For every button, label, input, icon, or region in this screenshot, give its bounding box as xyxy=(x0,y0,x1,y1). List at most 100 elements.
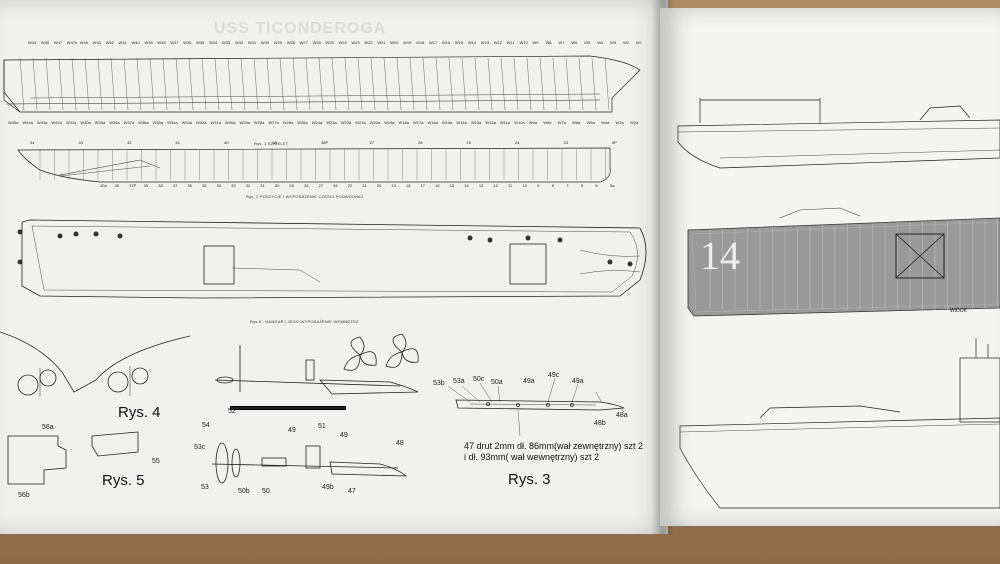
hangar-fitting xyxy=(17,229,23,235)
skeleton-frame-line xyxy=(227,57,233,111)
frame-label: 8 xyxy=(551,183,554,188)
frame-label: W20a xyxy=(369,120,381,125)
frame-label: W32 xyxy=(234,40,244,45)
frame-label: 40a xyxy=(100,183,107,188)
frame-label: W36a xyxy=(138,120,149,125)
frame-label: W40 xyxy=(131,40,140,45)
frame-label: W15 xyxy=(454,40,464,45)
frame-label: W46 xyxy=(79,40,88,45)
frame-label: W24a xyxy=(311,120,323,125)
propeller-drawing xyxy=(343,333,419,371)
part-label: 49a xyxy=(523,378,535,385)
hangar-fitting xyxy=(557,237,563,243)
frame-label: 27 xyxy=(318,183,324,188)
frame-label: 21 xyxy=(362,183,367,188)
frame-label: W37 xyxy=(170,40,179,45)
skeleton-frame-line xyxy=(162,57,168,111)
skeleton-frame-line xyxy=(396,57,402,111)
frame-label: 12 xyxy=(493,183,498,188)
skeleton-frame-line xyxy=(591,57,597,111)
skeleton-frame-line xyxy=(71,57,77,111)
frame-label: 17 xyxy=(420,183,426,188)
part-label: 50b xyxy=(238,488,250,495)
hull-side-drawing xyxy=(17,147,611,183)
frame-label: W18a xyxy=(398,120,409,125)
right-page-drawings xyxy=(677,98,1000,509)
frame-label: W16 xyxy=(441,40,451,45)
frame-label: W8 xyxy=(545,40,552,45)
part-label: 51 xyxy=(318,423,326,430)
frame-label: W39a xyxy=(94,120,106,125)
frame-label: 39 xyxy=(272,140,277,145)
frame-label: 26 xyxy=(333,183,338,188)
shaft-drawing xyxy=(214,345,419,395)
frame-label: W9 xyxy=(532,40,539,45)
frame-label: W27 xyxy=(299,40,308,45)
frame-label: W25 xyxy=(325,40,334,45)
frame-label: W7a xyxy=(557,120,566,125)
skeleton-frame-line xyxy=(19,57,25,111)
frame-label: W43 xyxy=(92,40,101,45)
skeleton-frame-line xyxy=(279,57,285,111)
caption-rys4: Rys. 4 xyxy=(118,404,161,421)
flight-deck-plan xyxy=(687,207,1000,317)
frame-label: W41a xyxy=(65,120,77,125)
frame-label: W35 xyxy=(196,40,205,45)
frame-label: 19 xyxy=(391,183,396,188)
skeleton-frame-line xyxy=(513,57,519,111)
part-label: 53 xyxy=(201,484,209,491)
frame-label: W27a xyxy=(268,120,279,125)
frame-label: W14 xyxy=(467,40,477,45)
skeleton-frame-line xyxy=(435,57,441,111)
widok-label: WIDOK xyxy=(950,308,967,314)
hangar-fitting xyxy=(17,259,23,265)
frame-label: 16 xyxy=(435,183,440,188)
frame-label: W38 xyxy=(157,40,166,45)
skeleton-frame-line xyxy=(565,57,571,111)
ship-side-view-bottom xyxy=(679,338,1000,509)
frame-label: W3a xyxy=(615,120,624,125)
skeleton-frame-line xyxy=(422,57,428,111)
frame-label: 40 xyxy=(114,183,120,188)
skeleton-frame-line xyxy=(409,57,415,111)
frame-label: W29 xyxy=(273,40,283,45)
frame-label: W17 xyxy=(429,40,438,45)
skeleton-frame-line xyxy=(149,57,155,111)
part-label: 52 xyxy=(228,408,236,415)
frame-label: 5a xyxy=(610,183,615,188)
skeleton-frame-line xyxy=(253,57,259,111)
frame-label: W43a xyxy=(36,120,48,125)
skeleton-frame-line xyxy=(123,57,129,111)
skeleton-frame-line xyxy=(58,57,64,111)
hangar-fitting xyxy=(57,233,63,239)
frame-label: 36 xyxy=(187,183,192,188)
hangar-fitting xyxy=(487,237,493,243)
hull-number: 14 xyxy=(700,233,740,278)
part-label: 49 xyxy=(288,427,296,434)
frame-label: 31 xyxy=(260,183,265,188)
skeleton-frame-line xyxy=(175,57,181,111)
frame-label: 24 xyxy=(515,140,520,145)
frame-label: W31 xyxy=(247,40,257,45)
frame-label: W35a xyxy=(152,120,164,125)
frame-label: 40 xyxy=(224,140,229,145)
part-label: 50c xyxy=(473,376,485,383)
frame-label: 42 xyxy=(127,140,132,145)
frame-label: W20 xyxy=(390,40,399,45)
frame-label: W8a xyxy=(543,120,552,125)
hangar-fitting xyxy=(627,261,633,267)
skeleton-frame-line xyxy=(448,57,454,111)
part-label: 50a xyxy=(491,379,503,386)
frame-label: 34 xyxy=(216,183,222,188)
frame-label: W33 xyxy=(222,40,231,45)
part-label: 54 xyxy=(202,422,210,429)
caption-rys3: Rys. 3 xyxy=(508,471,551,488)
frame-label: W21 xyxy=(377,40,386,45)
part-label: 49a xyxy=(572,378,584,385)
left-page: USS TICONDEROGA xyxy=(0,0,668,534)
frame-label: W45a xyxy=(8,120,19,125)
skeleton-frame-line xyxy=(578,57,584,111)
hangar-plan-drawing xyxy=(21,219,647,299)
frame-label: 5P xyxy=(612,140,617,145)
frame-label: W6 xyxy=(571,40,578,45)
